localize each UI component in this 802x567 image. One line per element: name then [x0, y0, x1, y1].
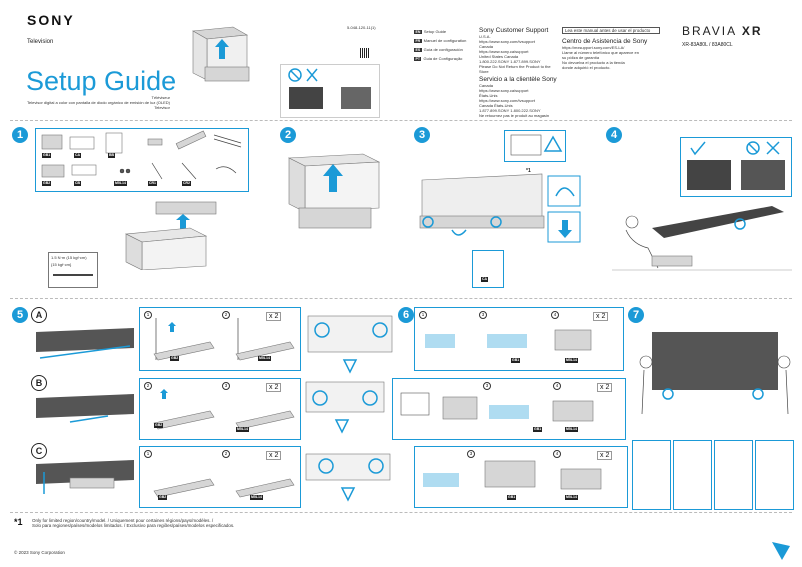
bravia-logo: BRAVIA XR: [682, 24, 763, 38]
stand-attach-view-a: [307, 315, 393, 374]
step-3-caution-inset: [504, 130, 566, 162]
step-4-panel: [680, 137, 792, 197]
step-6b-panel: 3 4 x 2 GB1 M5L14: [392, 378, 626, 440]
part-label-m5l14: M5L14: [114, 181, 127, 186]
step-7-number: 7: [628, 307, 644, 323]
footnote-text: Only for limited region/country/model. /…: [32, 518, 235, 528]
divider-bottom: [10, 512, 792, 513]
step-6-number: 6: [398, 307, 414, 323]
cover-install-a: [425, 329, 592, 351]
doc-number: 5-048-120-11(1): [347, 25, 376, 30]
bracket-install-a: [153, 318, 295, 361]
label-gb2-c: GB2: [158, 495, 168, 500]
label-gb1-6c: GB1: [507, 495, 517, 500]
product-type: Television: [27, 39, 54, 45]
screw-count-6c: x 2: [597, 451, 613, 460]
torque-note: 1.5 N·m (15 kgf·cm) {15 kgf·cm}: [48, 252, 98, 288]
step-5a-panel: 1 2 x 2 GB2 M5L14: [139, 307, 301, 371]
screw-count-c: x 2: [266, 451, 282, 460]
option-b-marker: B: [31, 375, 47, 391]
step-2-number: 2: [280, 127, 296, 143]
part-label-ca-step3: CA: [481, 277, 489, 282]
label-gb1-6b: GB1: [533, 427, 543, 432]
screw-count-6b: x 2: [597, 383, 613, 392]
label-gb2-b: GB2: [154, 423, 164, 428]
recycle-corner-icon: [772, 542, 790, 560]
tv-position-c: [36, 460, 134, 494]
step-4-number: 4: [606, 127, 622, 143]
tv-position-b: [36, 394, 134, 423]
label-gb1-6a: GB1: [511, 358, 521, 363]
divider-middle: [10, 298, 792, 299]
option-a-marker: A: [31, 307, 47, 323]
label-m5l14-6a: M5L14: [565, 358, 578, 363]
customer-support: Sony Customer Support U.S.A. https://www…: [479, 27, 557, 118]
tv-position-a: [36, 328, 134, 359]
read-notice: Lea este manual antes de usar el product…: [562, 27, 660, 34]
stand-box-illustration: [124, 201, 217, 270]
model-numbers: XR-83A80L / 83A80CL: [682, 42, 733, 48]
step-1-number: 1: [12, 127, 28, 143]
footnote-marker-step3: *1: [526, 168, 531, 174]
sony-logo: SONY: [27, 12, 75, 28]
screw-count-a: x 2: [266, 312, 282, 321]
footnote-mark: *1: [14, 517, 23, 527]
divider-top: [10, 120, 792, 121]
step-7-detail-row: [632, 440, 794, 510]
step-5-number: 5: [12, 307, 28, 323]
label-m5l14-6c: M5L14: [565, 495, 578, 500]
part-label-gb2: GB2: [42, 181, 52, 186]
step-1-parts-panel: GB1 CA BB GB2 CB M5L14 CR1 CR2: [35, 128, 249, 192]
step-3-detail-inset: CA: [472, 250, 504, 288]
no-touch-icon: [288, 68, 371, 109]
label-m5l14-b: M5L14: [236, 427, 249, 432]
tv-box-illustration: [192, 26, 250, 82]
label-m5l14-a: M5L14: [258, 356, 271, 361]
stand-attach-view-b: [305, 381, 385, 434]
part-label-cr1: CR1: [148, 181, 158, 186]
step-5c-panel: 1 2 x 2 GB2 M5L14: [139, 446, 301, 508]
remove-cushion-illustration: [419, 173, 581, 243]
caution-panel: [280, 64, 380, 118]
bracket-install-c: [153, 478, 295, 498]
people-lifting-tv-illustration: [612, 206, 792, 271]
centro-asistencia: Centro de Asistencia de Sony https://mxs…: [562, 38, 648, 70]
label-m5l14-6b: M5L14: [565, 427, 578, 432]
step-6a-panel: 1 3 4 x 2 GB1 M5L14: [414, 307, 624, 371]
part-label-bb: BB: [108, 153, 116, 158]
page-title: Setup Guide: [26, 66, 177, 96]
warning-icon: [510, 134, 563, 156]
screw-count-6a: x 2: [593, 312, 609, 321]
screwdriver-icon: [53, 274, 93, 276]
parts-illustration: [41, 130, 242, 180]
step-3-number: 3: [414, 127, 430, 143]
part-label-cb: CB: [74, 181, 82, 186]
label-gb2-a: GB2: [170, 356, 180, 361]
cover-install-b: [400, 392, 594, 422]
step-6c-panel: 3 4 x 2 GB1 M5L14: [414, 446, 628, 508]
copyright: © 2023 Sony Corporation: [14, 550, 65, 555]
part-label-cr2: CR2: [182, 181, 192, 186]
qr-code: [360, 48, 370, 58]
check-cross-illustration: [687, 141, 785, 190]
cover-install-c: [423, 460, 602, 490]
option-c-marker: C: [31, 443, 47, 459]
step-5b-panel: 2 3 x 2 GB2 M5L14: [139, 378, 301, 440]
screw-count-b: x 2: [266, 383, 282, 392]
label-m5l14-c: M5L14: [250, 495, 263, 500]
lift-box-illustration: [287, 153, 381, 229]
stand-attach-view-c: [305, 453, 391, 502]
part-label-gb1: GB1: [42, 153, 52, 158]
subtitle: Téléviseur Televisor digital a color con…: [27, 95, 170, 110]
part-label-ca: CA: [74, 153, 82, 158]
people-carrying-tv-illustration: [639, 332, 791, 415]
